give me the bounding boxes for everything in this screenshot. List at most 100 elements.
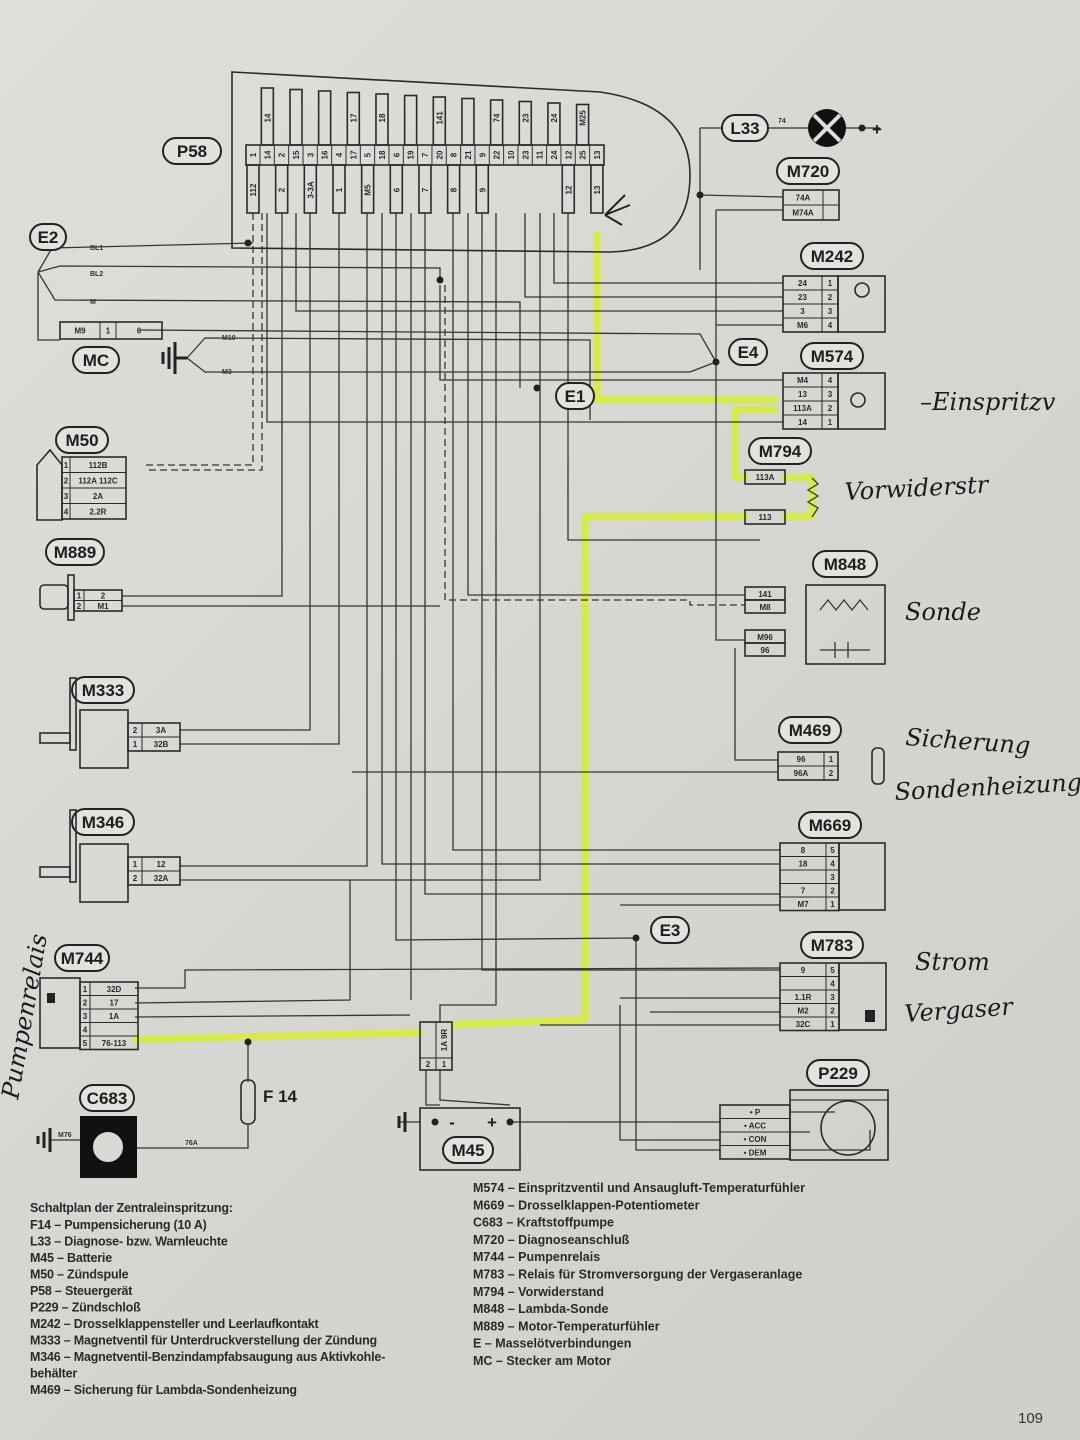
m333-pin-label: 2: [133, 726, 138, 735]
ecu-pin-number: 20: [435, 150, 444, 159]
p229-pin-label: • CON: [744, 1135, 767, 1144]
wire: [734, 648, 778, 761]
p229-pin-label: • P: [750, 1108, 761, 1117]
wire: [467, 213, 745, 596]
m889-pin-label: 2: [101, 591, 106, 600]
wire: [137, 1124, 249, 1149]
wire: [395, 213, 637, 941]
heater-icon: [819, 598, 869, 612]
m744-connector: [79, 981, 139, 1051]
mc-badge: [72, 346, 120, 374]
m720-badge: [776, 157, 840, 185]
m469-pin-label: 96: [797, 755, 806, 764]
ground-icon: [36, 1128, 52, 1152]
m50-pin-label: 4: [64, 507, 69, 516]
ecu-pin-number: 24: [550, 150, 559, 159]
ecu-pin-number: 14: [263, 150, 272, 159]
m50-pin-label: 2: [64, 476, 69, 485]
legend-right-item: M744 – Pumpenrelais: [473, 1250, 600, 1264]
ecu-p58-badge: [162, 137, 222, 165]
connector-pin-label: 2: [426, 1060, 431, 1069]
ecu-upper-terminal: [575, 103, 590, 146]
m574-pin-label: M4: [797, 376, 809, 385]
l33-label: L33: [730, 119, 759, 138]
legend-left-item: P229 – Zündschloß: [30, 1301, 141, 1315]
wire: [524, 213, 783, 298]
shielded-wire: [444, 285, 745, 606]
ecu-pin-number: 25: [579, 150, 588, 159]
ecu-lower-terminal: [360, 164, 375, 214]
m469-label: M469: [789, 721, 832, 740]
junction-dot: [506, 1118, 514, 1126]
junction-dot: [632, 934, 640, 942]
l33-wire-label: 74: [778, 118, 786, 125]
m889-pin-label: M1: [97, 602, 109, 611]
pump-relay-symbol: [39, 977, 81, 1049]
ecu-lower-label: 2: [278, 187, 287, 192]
m783-pin-label: 3: [830, 993, 835, 1002]
ecu-pin-number: 22: [493, 150, 502, 159]
handwritten-note: Sicherung: [905, 723, 1032, 760]
m783-badge: [800, 931, 864, 959]
ground-e2-badge: [29, 223, 67, 251]
m469-pin-label: 96A: [794, 769, 809, 778]
m783-pin-label: 9: [801, 966, 806, 975]
ecu-p58-label: P58: [177, 142, 207, 161]
legend-left-item: M50 – Zündspule: [30, 1268, 129, 1282]
m333-pin-label: 1: [133, 740, 138, 749]
m669-pin-label: M7: [797, 900, 809, 909]
m50-badge: [55, 426, 109, 454]
handwritten-note: Sondenheizung: [894, 768, 1080, 806]
handwritten-note: Pumpenrelais: [0, 932, 53, 1102]
ecu-upper-label: 18: [378, 113, 387, 122]
m794-pin-label: 113: [759, 513, 772, 522]
ecu-lower-label: 3-3A: [306, 181, 315, 199]
p229-badge: [806, 1059, 870, 1087]
legend-left-item: M242 – Drosselklappensteller und Leerlau…: [30, 1317, 319, 1331]
m889-pin-label: 2: [77, 602, 82, 611]
ground-e4-badge: [728, 338, 768, 366]
mc-pin-label: M9: [74, 327, 86, 336]
fuse-icon: [871, 747, 885, 785]
f14-label: F 14: [263, 1087, 298, 1106]
m889-pin-label: 1: [77, 591, 82, 600]
m669-pin-label: 1: [830, 900, 835, 909]
ecu-lower-terminal: [446, 164, 461, 214]
ecu-pin-number: 10: [507, 150, 516, 159]
wire: [452, 213, 780, 851]
ecu-lower-label: 6: [392, 187, 401, 192]
wire: [266, 213, 783, 423]
legend-right-item: M783 – Relais für Stromversorgung der Ve…: [473, 1268, 802, 1282]
m242-pin-label: 4: [828, 321, 833, 330]
m346-pin-label: 12: [157, 860, 166, 869]
m242-pin-label: 3: [828, 307, 833, 316]
p229-pin-label: • DEM: [744, 1148, 767, 1157]
c683-wire-label: 76A: [185, 1140, 198, 1147]
ecu-lower-terminal: [418, 164, 432, 214]
ignition-coil-icon: [36, 448, 63, 521]
highlight-mark: [131, 1029, 424, 1044]
wire: [381, 213, 780, 865]
m794-terminal: [744, 469, 786, 485]
ignition-switch-symbol: [789, 1089, 889, 1161]
m242-badge: [800, 242, 864, 270]
m574-pin-label: 3: [828, 390, 833, 399]
m848-pin-label: 141: [758, 590, 772, 599]
wire: [619, 1005, 720, 1141]
m50-pin-label: 2.2R: [90, 507, 107, 516]
m574-pin-label: 13: [798, 390, 807, 399]
ecu-upper-label: 141: [435, 111, 444, 125]
ecu-p58-outline: [231, 71, 691, 253]
ground-icon: [161, 342, 187, 374]
wire: [439, 213, 497, 1022]
m50-label: M50: [65, 431, 98, 450]
ground-e2-label: E2: [38, 228, 59, 247]
ground-e1-badge: [555, 382, 595, 410]
ecu-pin-number: 16: [321, 150, 330, 159]
m574-label: M574: [811, 347, 854, 366]
mc-pin-label: 6: [137, 327, 142, 336]
highlight-mark: [731, 406, 779, 482]
m574-pin-label: 4: [828, 376, 833, 385]
shielded-wire: [145, 213, 254, 466]
ecu-upper-label: 23: [521, 113, 530, 122]
